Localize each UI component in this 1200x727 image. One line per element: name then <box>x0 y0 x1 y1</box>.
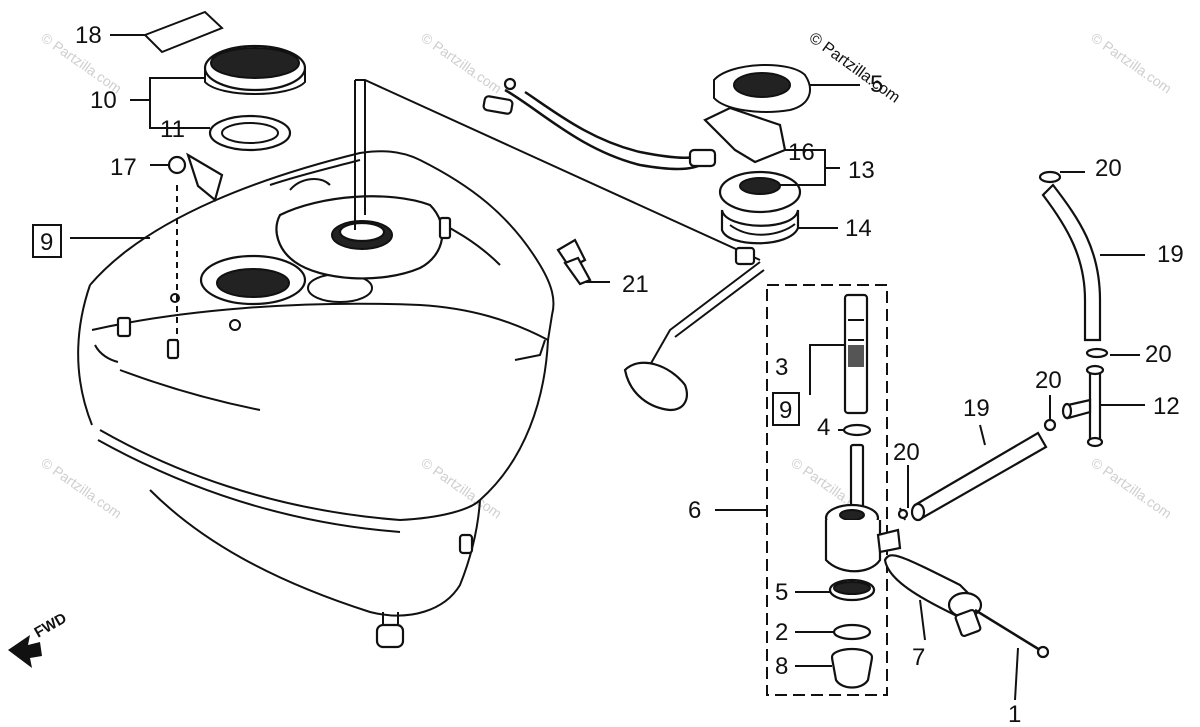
petcock-body <box>824 503 902 573</box>
screw-part-1 <box>974 608 1041 652</box>
part-label-20-right: 20 <box>1145 341 1172 368</box>
t-fitting-part-12 <box>1061 364 1105 448</box>
sender-wire <box>504 88 711 171</box>
part-label-3: 3 <box>775 354 788 381</box>
part-label-9-box: 9 <box>779 397 792 424</box>
hose-part-19-upper <box>1041 183 1102 342</box>
sender-arm <box>703 106 787 164</box>
part-label-19-right: 19 <box>1157 241 1184 268</box>
part-label-21: 21 <box>622 271 649 298</box>
hose-part-19-lower <box>913 431 1048 520</box>
part-label-5-top: 5 <box>870 71 883 98</box>
fuel-tank <box>77 150 555 649</box>
faint-watermark: © Partzilla.com <box>418 29 504 96</box>
lever-part-7 <box>883 554 983 638</box>
part-label-12: 12 <box>1153 393 1180 420</box>
part-label-17: 17 <box>110 154 137 181</box>
sender-unit-part-14 <box>718 170 802 266</box>
clip-part-20 <box>1043 418 1057 432</box>
faint-watermark: © Partzilla.com <box>1088 29 1174 96</box>
faint-watermark: © Partzilla.com <box>38 454 124 521</box>
part-label-9-box-frame <box>772 392 800 426</box>
part-label-16: 16 <box>788 139 815 166</box>
faint-watermark: © Partzilla.com <box>1088 454 1174 521</box>
part-label-2: 2 <box>775 619 788 646</box>
label-part-18 <box>143 10 224 54</box>
bracket-part-17 <box>167 152 224 202</box>
part-labels: 18 10 11 17 9 21 5 16 13 14 3 9 4 6 5 2 … <box>32 22 1184 727</box>
part-label-6: 6 <box>688 497 701 524</box>
part-label-4: 4 <box>817 414 830 441</box>
cap-part-10 <box>203 44 307 95</box>
part-label-20-lower: 20 <box>893 439 920 466</box>
part-label-10: 10 <box>90 87 117 114</box>
part-label-18: 18 <box>75 22 102 49</box>
forward-arrow: FWD <box>8 610 70 668</box>
part-label-9-frame <box>32 224 62 258</box>
watermark: © Partzilla.com <box>806 29 903 106</box>
bolt-part-21 <box>556 238 592 286</box>
filter-screen-part-3 <box>843 293 869 415</box>
part-label-13: 13 <box>848 157 875 184</box>
part-label-14: 14 <box>845 215 872 242</box>
part-label-20-mid: 20 <box>1035 367 1062 394</box>
part-label-9-tank: 9 <box>40 229 53 256</box>
part-label-19-mid: 19 <box>963 395 990 422</box>
sediment-cup-part-8 <box>830 647 874 689</box>
gasket-part-11 <box>208 114 292 152</box>
sender-wire-2 <box>524 90 713 160</box>
float-arm <box>649 261 761 366</box>
petcock-group-box <box>766 284 888 696</box>
float <box>623 361 688 412</box>
part-label-7: 7 <box>912 644 925 671</box>
clip-part-20 <box>1085 347 1109 359</box>
part-label-11: 11 <box>160 116 185 143</box>
part-label-5: 5 <box>775 579 788 606</box>
part-label-8: 8 <box>775 653 788 680</box>
part-label-20-top: 20 <box>1095 155 1122 182</box>
lock-ring-part-5 <box>713 63 811 113</box>
oring-part-2 <box>832 623 872 641</box>
leader-lines <box>70 34 1145 701</box>
part-label-1: 1 <box>1008 701 1021 727</box>
fwd-label: FWD <box>32 610 70 642</box>
oring-part-4 <box>842 423 872 437</box>
